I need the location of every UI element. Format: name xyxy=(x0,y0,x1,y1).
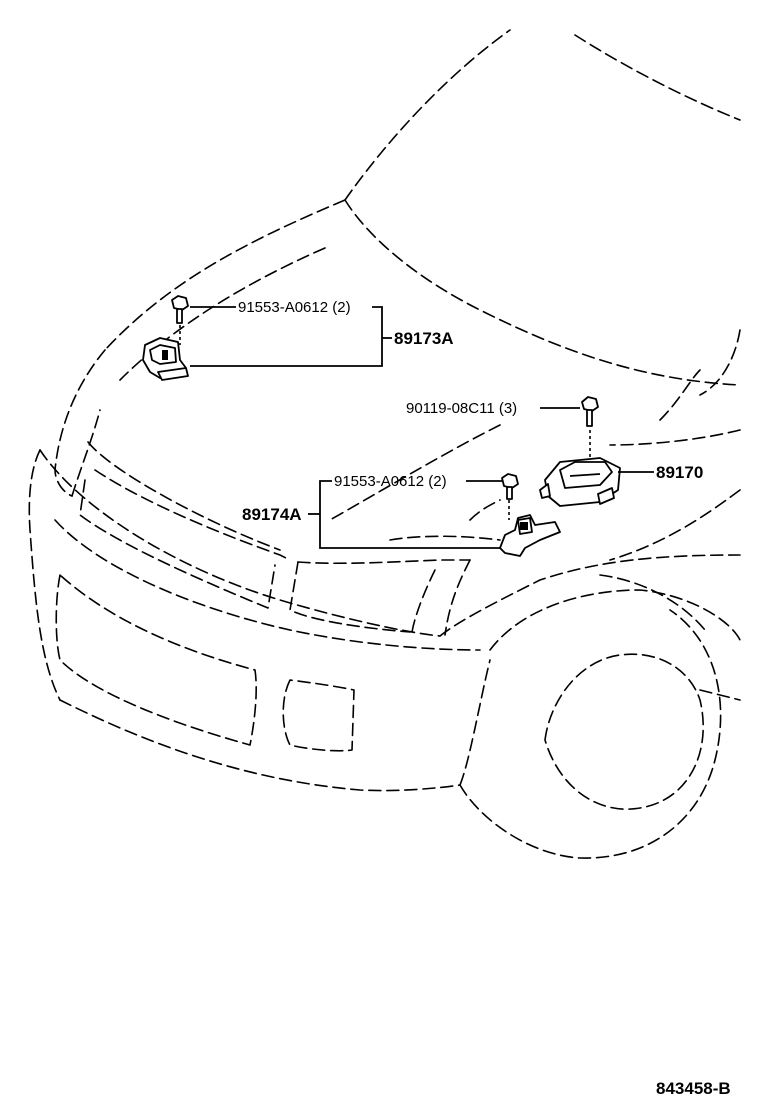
diagram-number: 843458-B xyxy=(656,1079,731,1098)
callout-labels: 91553-A0612 (2) 89173A 90119-08C11 (3) 8… xyxy=(238,299,731,1098)
leader-lines xyxy=(190,306,654,549)
front-airbag-sensor-upper xyxy=(142,337,189,381)
airbag-ecu xyxy=(539,457,621,507)
screw-ecu-icon xyxy=(581,396,599,458)
callout-screw-ecu: 90119-08C11 (3) xyxy=(406,400,517,417)
callout-sensor-upper: 89173A xyxy=(394,329,454,348)
callout-bolt-lower: 91553-A0612 (2) xyxy=(334,473,447,490)
callout-ecu: 89170 xyxy=(656,463,703,482)
front-airbag-sensor-lower xyxy=(499,514,561,557)
callout-bolt-upper: 91553-A0612 (2) xyxy=(238,299,351,316)
vehicle-outline xyxy=(28,29,741,859)
callout-sensor-lower: 89174A xyxy=(242,505,302,524)
bolt-lower-icon xyxy=(501,473,519,520)
bolt-upper-icon xyxy=(171,295,189,345)
